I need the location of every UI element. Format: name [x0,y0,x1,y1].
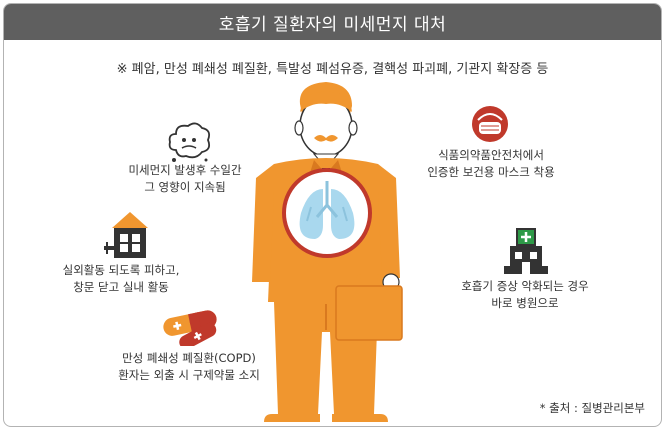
tip-hospital-line2: 바로 병원으로 [491,296,559,310]
dust-cloud-icon [168,122,211,162]
source-note: * 출처 : 질병관리본부 [539,401,645,415]
tip-indoor-line2: 창문 닫고 실내 활동 [73,280,169,294]
subtitle: ※ 폐암, 만성 폐쇄성 폐질환, 특발성 폐섬유증, 결핵성 파괴폐, 기관지… [116,62,549,77]
tip-mask-line1: 식품의약품안전처에서 [438,148,544,162]
lungs-icon [282,168,372,258]
tip-indoor: 실외활동 되도록 피하고, 창문 닫고 실내 활동 [56,262,186,296]
tip-medicine-line2: 환자는 외출 시 구제약물 소지 [118,368,260,382]
page-title: 호흡기 질환자의 미세먼지 대처 [218,14,447,35]
pill-icon [163,310,217,346]
tip-dust: 미세먼지 발생후 수일간 그 영향이 지속됨 [120,162,250,196]
briefcase-icon [335,274,403,341]
mask-icon [472,106,508,142]
tip-mask: 식품의약품안전처에서 인증한 보건용 마스크 착용 [416,147,566,181]
title-bar: 호흡기 질환자의 미세먼지 대처 [4,4,661,40]
hospital-icon [504,228,548,274]
tip-medicine-line1: 만성 폐쇄성 폐질환(COPD) [122,351,256,365]
tip-dust-line2: 그 영향이 지속됨 [144,180,226,194]
infographic-frame: 호흡기 질환자의 미세먼지 대처 ※ 폐암, 만성 폐쇄성 폐질환, 특발성 폐… [3,3,662,427]
tip-indoor-line1: 실외활동 되도록 피하고, [62,263,180,277]
tip-hospital: 호흡기 증상 악화되는 경우 바로 병원으로 [450,278,600,312]
tip-hospital-line1: 호흡기 증상 악화되는 경우 [461,279,589,293]
tip-medicine: 만성 폐쇄성 폐질환(COPD) 환자는 외출 시 구제약물 소지 [114,350,264,384]
house-icon [104,212,148,258]
tip-dust-line1: 미세먼지 발생후 수일간 [128,163,242,177]
tip-mask-line2: 인증한 보건용 마스크 착용 [427,165,555,179]
